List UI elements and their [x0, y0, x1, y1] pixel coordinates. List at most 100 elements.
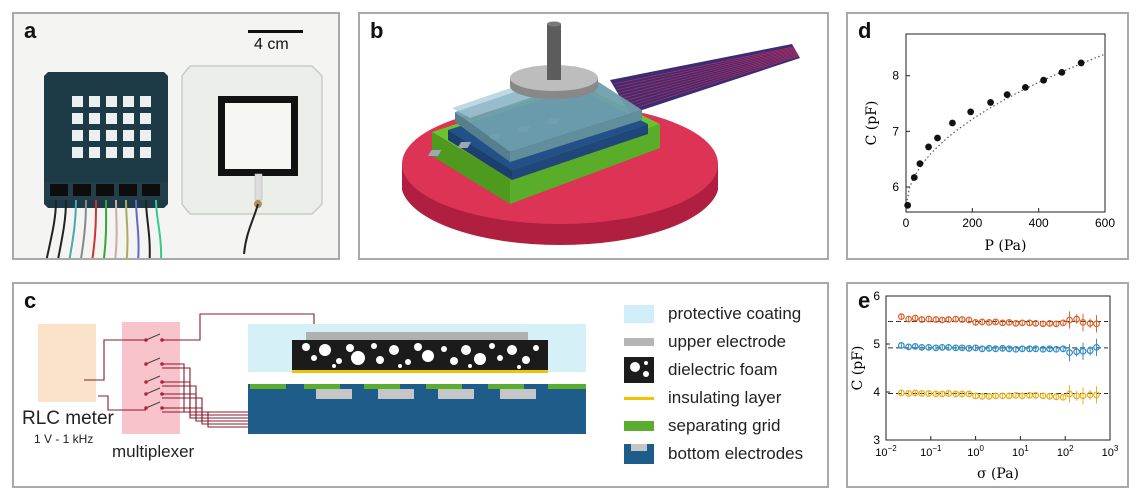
- legend-protective-coating: protective coating: [624, 302, 801, 326]
- data-point: [945, 343, 953, 351]
- x-tick-label: 400: [1029, 216, 1049, 230]
- data-point: [905, 390, 913, 397]
- data-point: [1039, 392, 1047, 400]
- data-point: [1005, 345, 1013, 353]
- data-point: [972, 319, 979, 326]
- protective-coating-swatch-icon: [624, 305, 654, 323]
- data-point: [918, 316, 926, 323]
- data-point: [952, 390, 960, 398]
- x-tick-label: 200: [962, 216, 982, 230]
- data-point: [1052, 345, 1060, 353]
- data-point: [999, 344, 1006, 352]
- y-tick-label: 6: [873, 289, 880, 303]
- data-point: [932, 390, 940, 398]
- data-point: [958, 344, 966, 352]
- data-point: [1046, 345, 1054, 353]
- data-point: [925, 390, 933, 397]
- data-point: [911, 389, 919, 397]
- data-point: [999, 319, 1006, 327]
- x-tick-label: 103: [1102, 444, 1119, 459]
- data-point: [918, 343, 926, 351]
- data-point: [938, 316, 946, 324]
- legend-bottom-electrodes: bottom electrodes: [624, 442, 803, 466]
- panel-label-b: b: [370, 18, 384, 43]
- legend-separating-grid: separating grid: [624, 414, 780, 438]
- legend-insulating-layer: insulating layer: [624, 386, 781, 410]
- panel-b: b: [358, 12, 829, 260]
- data-point: [992, 318, 1000, 326]
- y-tick-label: 7: [892, 124, 899, 138]
- data-point: [952, 315, 960, 323]
- data-point: [1032, 391, 1040, 399]
- data-point: [905, 343, 913, 351]
- data-point: [1018, 345, 1026, 353]
- data-point: [1086, 347, 1094, 355]
- data-point: [1046, 319, 1054, 327]
- rlc-meter-spec: 1 V - 1 kHz: [34, 432, 94, 446]
- plot-frame: [885, 295, 1111, 441]
- x-tick-label: 101: [1012, 444, 1029, 459]
- data-point: [1032, 345, 1040, 353]
- data-point: [1059, 345, 1067, 353]
- data-point: [952, 344, 960, 352]
- fit-curve: [905, 53, 1106, 209]
- data-point: [965, 316, 973, 324]
- data-point: [985, 344, 993, 352]
- data-point: [918, 390, 926, 397]
- y-axis-label: C (pF): [850, 346, 866, 391]
- data-point: [1066, 349, 1073, 357]
- data-point: [1066, 316, 1073, 324]
- data-point: [972, 392, 979, 400]
- data-point: [1018, 392, 1026, 400]
- bottom-electrodes-icon: [624, 444, 654, 464]
- data-point: [1093, 343, 1100, 351]
- y-tick-label: 5: [873, 337, 880, 351]
- data-point: [985, 319, 993, 326]
- x-tick-label: 10−2: [875, 444, 897, 459]
- scale-text: 4 cm: [254, 36, 289, 53]
- data-point: [934, 134, 941, 142]
- data-point: [1073, 315, 1081, 323]
- x-tick-label: 600: [1095, 216, 1115, 230]
- data-point: [905, 315, 913, 323]
- data-point: [932, 316, 940, 323]
- data-point: [987, 99, 994, 106]
- data-point: [967, 108, 975, 116]
- data-point: [1052, 393, 1060, 401]
- data-point: [1066, 390, 1073, 398]
- data-point: [972, 344, 979, 352]
- data-point: [1073, 392, 1081, 400]
- dielectric-foam-icon: [624, 357, 654, 383]
- data-point: [916, 160, 924, 168]
- panel-label-a: a: [24, 18, 37, 43]
- x-axis-label: σ (Pa): [977, 466, 1019, 482]
- data-point: [1039, 345, 1047, 353]
- multiplexer-label: multiplexer: [112, 442, 195, 461]
- data-point: [904, 201, 912, 209]
- data-point: [1079, 319, 1087, 326]
- rlc-meter-label: RLC meter: [22, 408, 114, 429]
- x-tick-label: 0: [903, 216, 910, 230]
- panel-label-e: e: [858, 288, 871, 313]
- multiplexer-box: [122, 322, 180, 434]
- separating-grid-swatch-icon: [624, 421, 654, 431]
- data-point: [1012, 391, 1020, 399]
- data-point: [1086, 319, 1094, 327]
- cross-section-schematic: [38, 313, 586, 434]
- data-point: [1012, 319, 1020, 327]
- data-point: [1005, 392, 1013, 400]
- data-point: [1079, 347, 1087, 355]
- sensor-photo: [14, 14, 338, 258]
- data-point: [958, 390, 966, 398]
- data-point: [1032, 319, 1040, 327]
- sensor-3d-illustration: [402, 21, 800, 246]
- plot-frame: [905, 33, 1106, 213]
- data-point: [1012, 345, 1020, 353]
- data-point: [978, 318, 986, 326]
- data-point: [1059, 319, 1067, 327]
- data-point: [1039, 320, 1047, 328]
- data-point: [925, 143, 932, 151]
- y-tick-label: 3: [873, 433, 880, 447]
